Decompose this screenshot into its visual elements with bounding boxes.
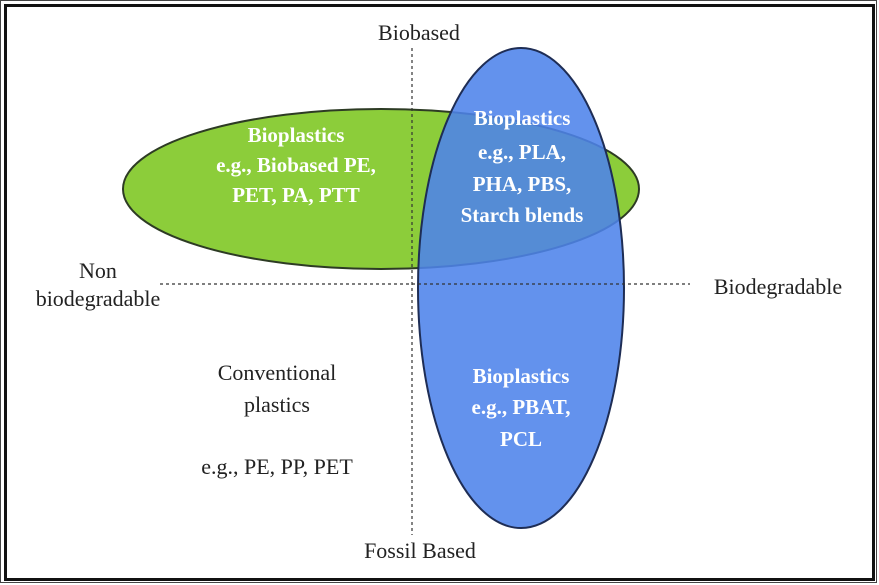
fossil-bio-region-title: Bioplastics [473, 364, 570, 388]
axis-label-left-line2: biodegradable [36, 286, 161, 311]
fossil-bio-region-line3: PCL [500, 427, 542, 451]
conventional-title-line1: Conventional [218, 360, 337, 385]
biodegradable-ellipse [417, 47, 625, 529]
overlap-region-title: Bioplastics [474, 106, 571, 130]
conventional-examples: e.g., PE, PP, PET [201, 454, 353, 479]
green-region-title: Bioplastics [248, 123, 345, 147]
conventional-title-line2: plastics [244, 392, 310, 417]
fossil-bio-region-line2: e.g., PBAT, [472, 395, 571, 419]
axis-label-bottom: Fossil Based [364, 538, 476, 563]
green-region-line3: PET, PA, PTT [232, 183, 360, 207]
axis-label-right: Biodegradable [714, 274, 842, 299]
axis-label-top: Biobased [378, 20, 460, 45]
axis-label-left-line1: Non [79, 258, 117, 283]
overlap-region-line4: Starch blends [461, 203, 584, 227]
inner-border [4, 4, 875, 581]
overlap-region-line2: e.g., PLA, [478, 140, 566, 164]
green-region-line2: e.g., Biobased PE, [216, 153, 376, 177]
overlap-region-line3: PHA, PBS, [473, 172, 572, 196]
